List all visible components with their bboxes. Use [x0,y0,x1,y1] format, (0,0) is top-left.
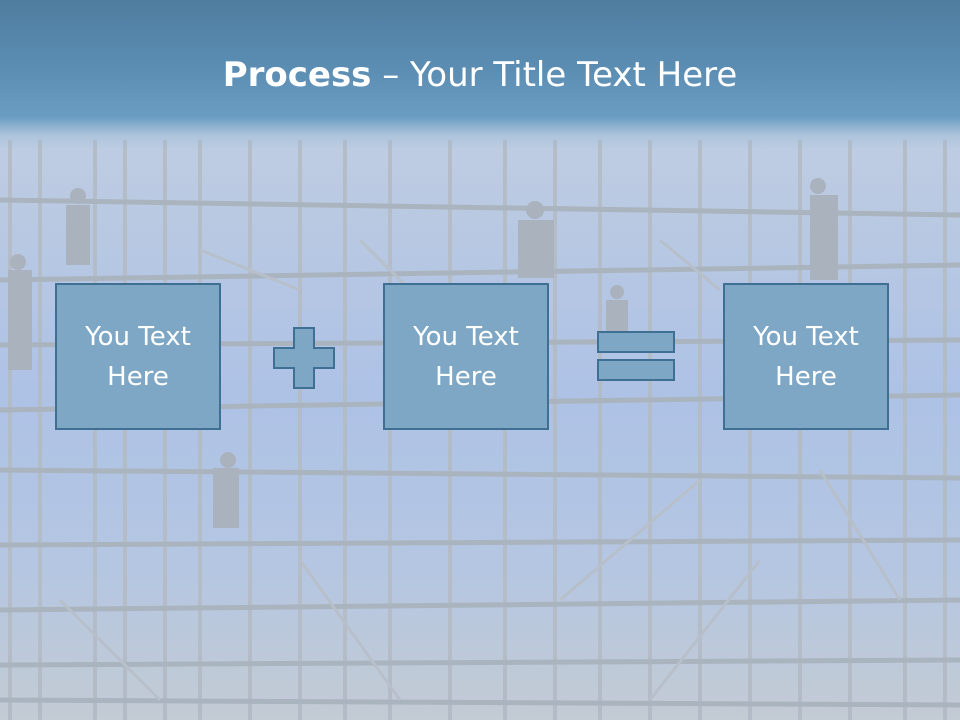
plus-icon [273,327,335,389]
title-bold: Process [222,55,372,95]
slide-title: Process – Your Title Text Here [0,52,960,98]
header-band [0,0,960,150]
text-box-1-label: You Text Here [85,321,191,392]
text-box-3-label: You Text Here [753,321,859,392]
text-box-2-label: You Text Here [413,321,519,392]
title-rest: – Your Title Text Here [371,55,738,95]
text-box-1[interactable]: You Text Here [55,283,221,430]
text-box-3[interactable]: You Text Here [723,283,889,430]
text-box-2[interactable]: You Text Here [383,283,549,430]
equals-icon [597,331,675,381]
